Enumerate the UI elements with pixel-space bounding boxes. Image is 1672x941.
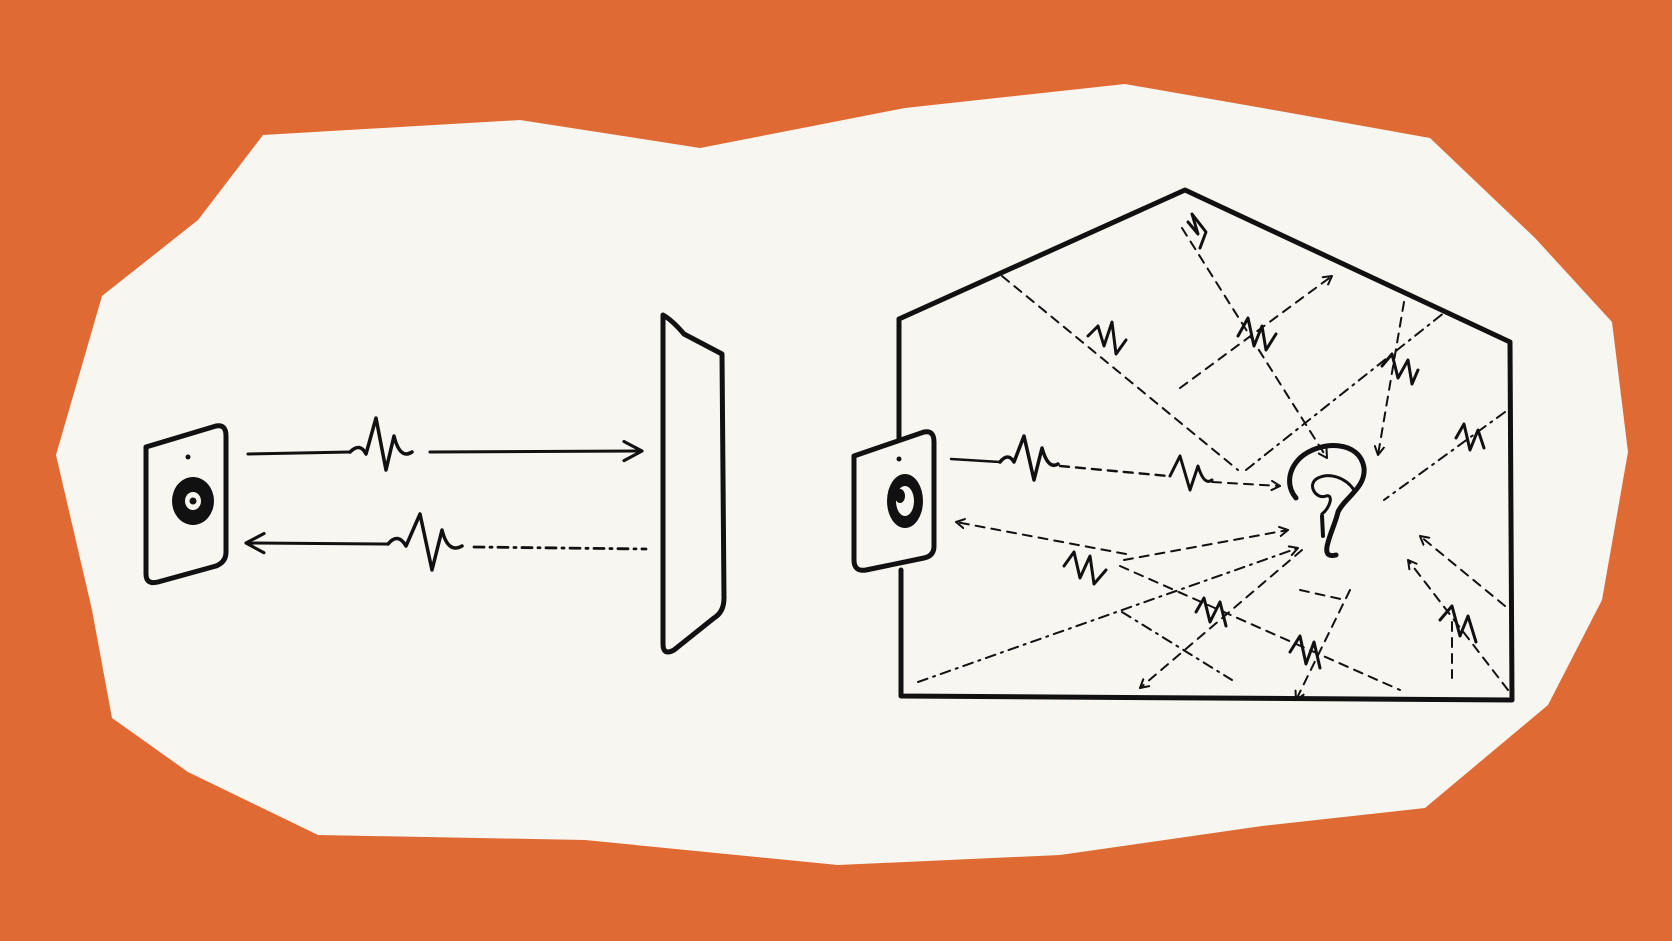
reflecting-wall [660, 312, 727, 655]
scene-open-space-echo [143, 312, 727, 655]
house-outline [896, 187, 1515, 703]
cream-panel [56, 84, 1628, 865]
scattered-reflection-arrows [917, 227, 1509, 700]
returning-echo-arrow [244, 512, 648, 572]
scene-room-reverberation [851, 187, 1515, 703]
direct-sound-arrow [949, 434, 1280, 492]
speaker-icon [851, 429, 937, 573]
outgoing-sound-wave-arrow [246, 416, 644, 472]
reflected-sound-squiggles [1062, 212, 1486, 670]
ear-icon [1287, 443, 1367, 558]
speaker-icon [143, 423, 229, 586]
